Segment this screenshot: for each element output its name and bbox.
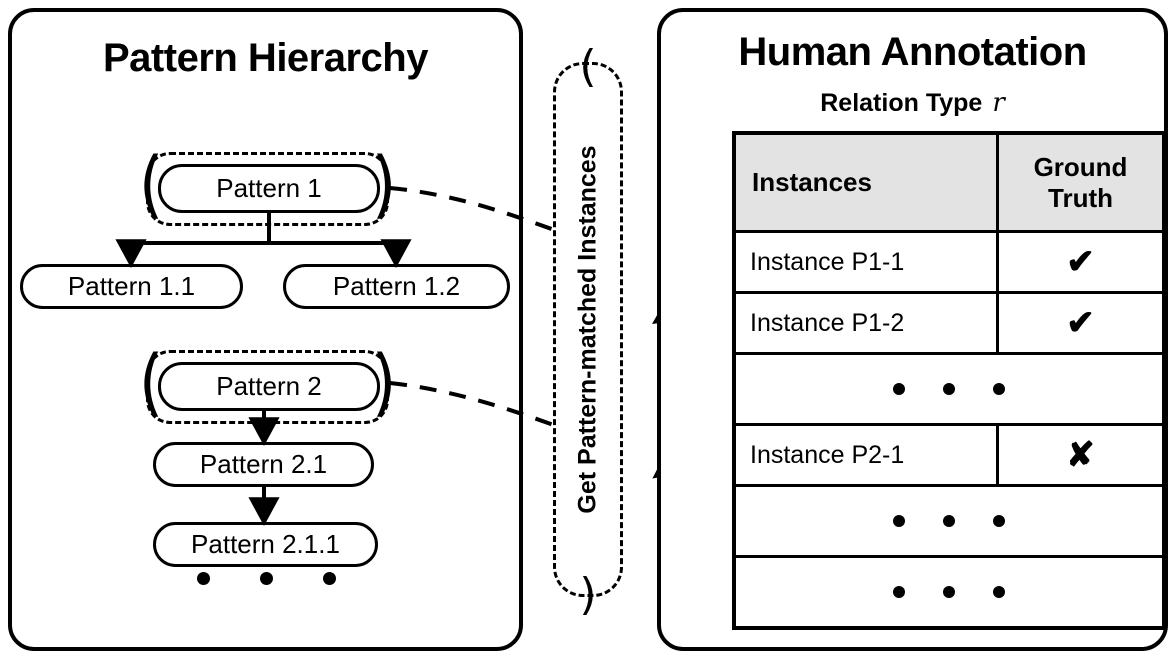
table-body: Instance P1-1 ✔ Instance P1-2 ✔ — [732, 230, 1166, 630]
relation-symbol: r — [992, 88, 1005, 118]
ellipsis-dot — [893, 515, 905, 527]
pattern-2-1-node[interactable]: Pattern 2.1 — [153, 442, 374, 487]
row-ellipsis — [736, 383, 1162, 395]
ellipsis-dot — [259, 571, 273, 585]
pattern-2-1-1-node[interactable]: Pattern 2.1.1 — [153, 522, 378, 567]
get-instances-label: Get Pattern-matched Instances — [573, 145, 602, 514]
ellipsis-cell — [732, 555, 1166, 630]
ellipsis-dot — [943, 515, 955, 527]
table-row[interactable]: Instance P1-2 ✔ — [732, 291, 1166, 355]
pattern-2-1-1-label: Pattern 2.1.1 — [191, 529, 340, 559]
ellipsis-dot — [943, 383, 955, 395]
check-icon: ✔ — [1066, 303, 1095, 342]
row-ellipsis — [736, 515, 1162, 527]
relation-type-line: Relation Type r — [661, 88, 1164, 118]
ground-truth-line-1: Ground — [1033, 151, 1128, 182]
pattern-1-1-node[interactable]: Pattern 1.1 — [20, 264, 243, 309]
row-ellipsis — [736, 586, 1162, 598]
pattern-hierarchy-title: Pattern Hierarchy — [103, 36, 428, 80]
table-header-row: Instances Ground Truth — [732, 131, 1166, 233]
pattern-2-label: Pattern 2 — [216, 371, 322, 401]
column-header-instances: Instances — [732, 131, 999, 233]
ellipsis-dot — [196, 571, 210, 585]
ground-truth-cell: ✘ — [996, 423, 1166, 487]
pattern-hierarchy-ellipsis — [176, 568, 356, 588]
relation-type-label: Relation Type — [820, 89, 983, 117]
ellipsis-dot — [993, 383, 1005, 395]
pattern-2-1-label: Pattern 2.1 — [199, 449, 328, 479]
ground-truth-cell: ✔ — [996, 291, 1166, 355]
table-row-ellipsis — [732, 352, 1166, 426]
ellipsis-cell — [732, 484, 1166, 558]
pattern-1-1-label: Pattern 1.1 — [67, 271, 196, 301]
column-header-ground-truth: Ground Truth — [996, 131, 1166, 233]
ellipsis-dot — [893, 383, 905, 395]
table-row[interactable]: Instance P1-1 ✔ — [732, 230, 1166, 294]
instance-cell: Instance P1-2 — [732, 291, 999, 355]
pattern-2-node[interactable]: Pattern 2 — [158, 362, 380, 411]
ellipsis-dot — [993, 586, 1005, 598]
ellipsis-cell — [732, 352, 1166, 426]
ground-truth-cell: ✔ — [996, 230, 1166, 294]
ellipsis-dot — [993, 515, 1005, 527]
pattern-1-label: Pattern 1 — [216, 173, 322, 203]
get-instances-dashed-box — [553, 62, 623, 597]
pattern-1-2-node[interactable]: Pattern 1.2 — [283, 264, 510, 309]
table-row-ellipsis — [732, 555, 1166, 630]
pattern-1-node[interactable]: Pattern 1 — [158, 164, 380, 213]
check-icon: ✔ — [1066, 242, 1095, 281]
ellipsis-dot — [893, 586, 905, 598]
middle-box-bottom-paren: ) — [579, 569, 597, 620]
human-annotation-title: Human Annotation — [738, 30, 1087, 74]
cross-icon: ✘ — [1066, 435, 1095, 474]
instance-cell: Instance P1-1 — [732, 230, 999, 294]
get-instances-label-wrap: Get Pattern-matched Instances — [553, 62, 623, 597]
annotation-table: Instances Ground Truth Instance P1-1 ✔ I… — [732, 131, 1166, 630]
instance-cell: Instance P2-1 — [732, 423, 999, 487]
pattern-1-2-label: Pattern 1.2 — [332, 271, 461, 301]
ellipsis-dot — [322, 571, 336, 585]
table-row[interactable]: Instance P2-1 ✘ — [732, 423, 1166, 487]
middle-box-top-paren: ( — [579, 41, 597, 92]
ellipsis-dot — [943, 586, 955, 598]
ground-truth-line-2: Truth — [1048, 182, 1113, 213]
table-row-ellipsis — [732, 484, 1166, 558]
